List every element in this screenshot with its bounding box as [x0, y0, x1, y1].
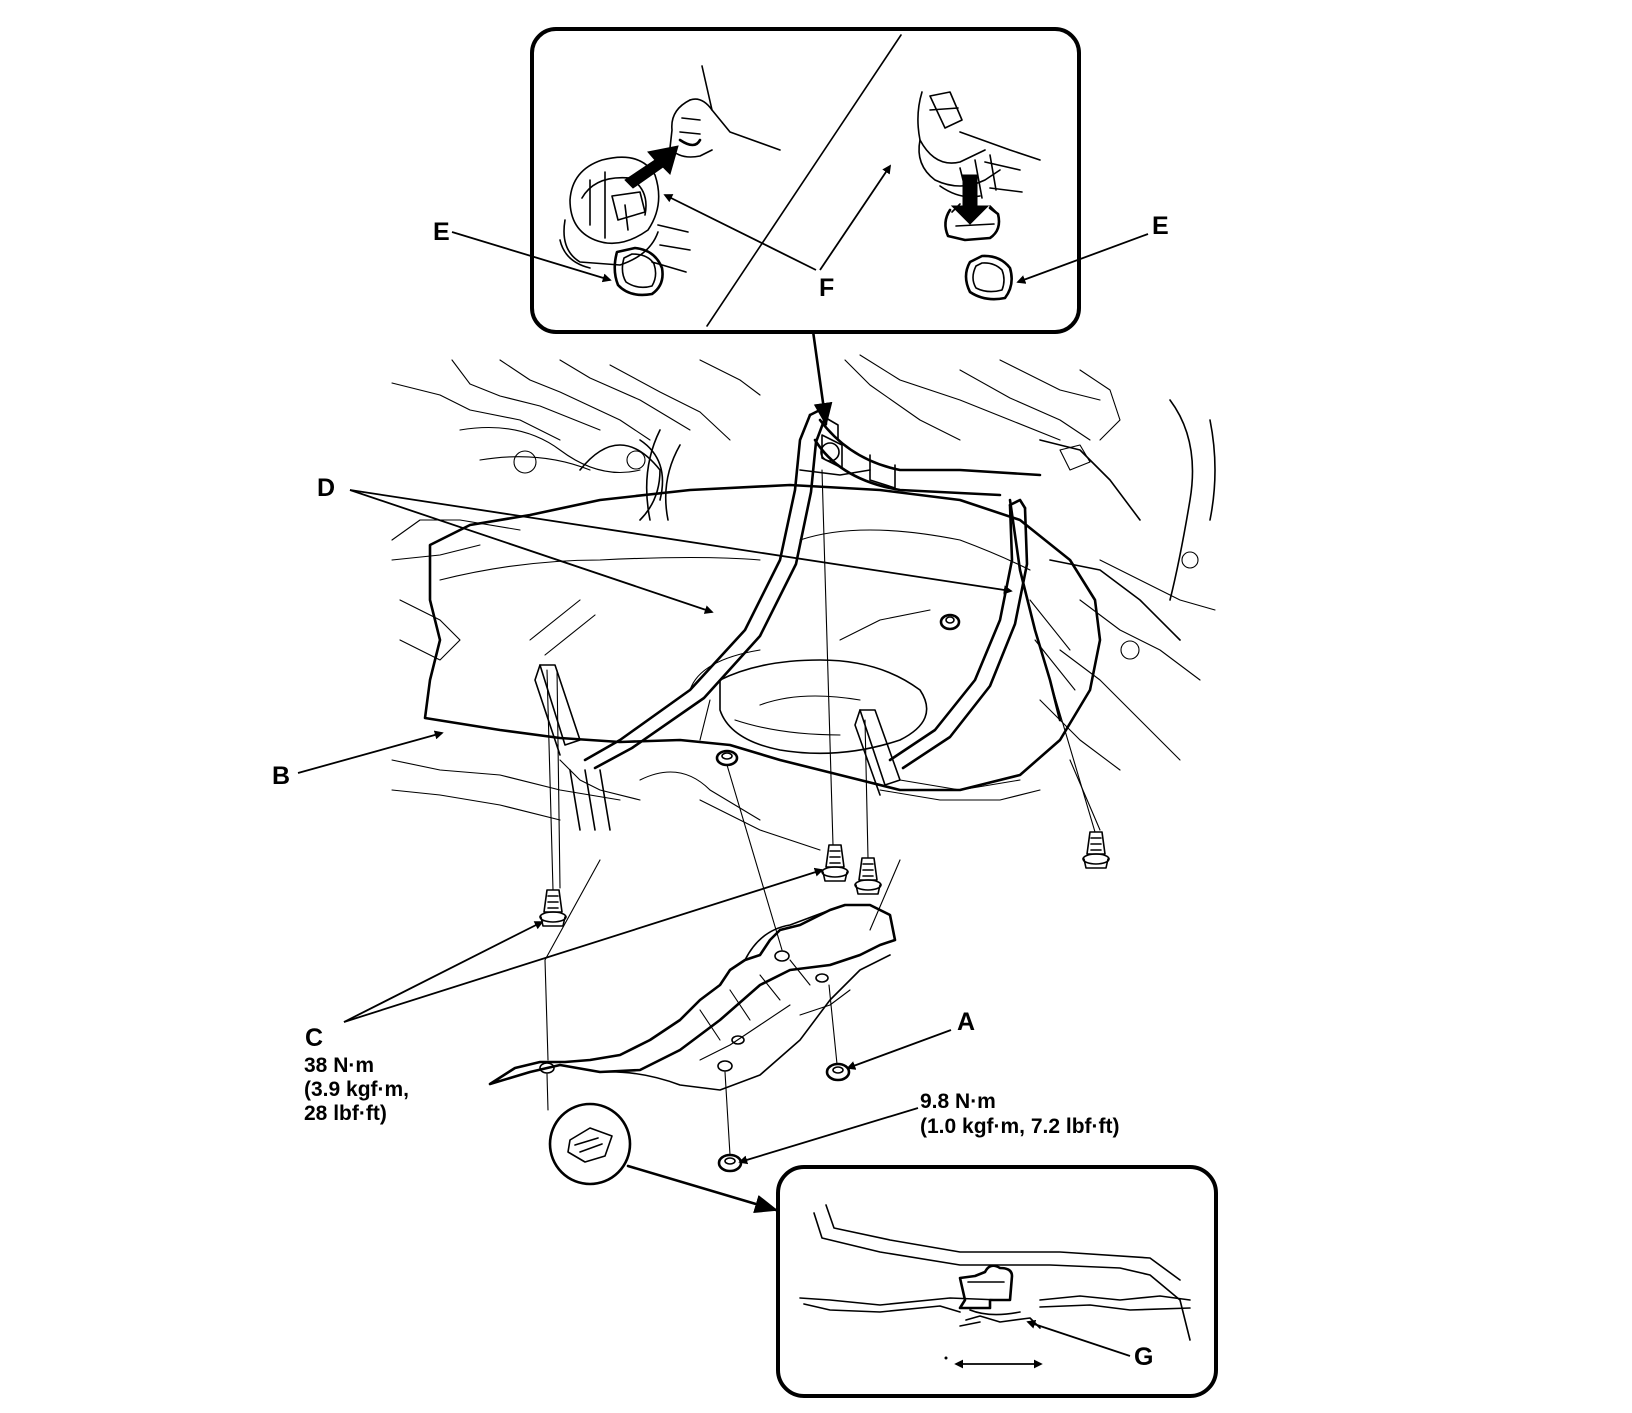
bottom-inset-arrow: [626, 1164, 779, 1213]
label-b: B: [272, 762, 290, 790]
heat-shield-nut-rear: [939, 613, 961, 631]
quick-connector-detail-inset: E F E: [433, 27, 1169, 334]
quick-connector-left: [559, 65, 781, 297]
label-a: A: [957, 1008, 975, 1036]
clip-section-detail-inset: G: [776, 1165, 1218, 1398]
heat-shield-nut-a: [825, 1062, 851, 1082]
label-g: G: [1134, 1343, 1153, 1371]
torque-spec-a: 9.8 N·m (1.0 kgf·m, 7.2 lbf·ft): [920, 1090, 1120, 1138]
label-e-right: E: [1152, 212, 1169, 240]
label-c: C: [305, 1024, 323, 1052]
bolt-front-center: [821, 844, 849, 882]
bolt-rear-right: [1082, 831, 1110, 869]
fuel-tank: [423, 417, 1102, 792]
torque-a-line1: 9.8 N·m: [920, 1090, 996, 1113]
heat-shield-nut-lower: [717, 1153, 743, 1173]
label-d: D: [317, 474, 335, 502]
bolt-alignment-lines: [546, 469, 1101, 891]
clip-detail-callout: [548, 1102, 632, 1186]
fuel-tank-straps: [534, 408, 1029, 796]
label-f: F: [819, 274, 834, 302]
label-e-left: E: [433, 218, 450, 246]
quick-connector-right: [917, 91, 1041, 301]
torque-spec-c: 38 N·m (3.9 kgf·m, 28 lbf·ft): [304, 1054, 409, 1125]
torque-c-line3: 28 lbf·ft): [304, 1102, 387, 1125]
vehicle-underbody: [391, 354, 1216, 851]
heat-shield-alignment-lines: [544, 764, 901, 1156]
top-inset-arrow: [811, 329, 833, 427]
heat-shield-nut-upper: [715, 749, 739, 767]
torque-c-line1: 38 N·m: [304, 1054, 374, 1077]
bolt-front-right: [854, 857, 882, 895]
torque-a-line2: (1.0 kgf·m, 7.2 lbf·ft): [920, 1115, 1120, 1138]
torque-c-line2: (3.9 kgf·m,: [304, 1078, 409, 1101]
bolt-front-left: [539, 889, 567, 927]
heat-shield: [488, 903, 897, 1091]
